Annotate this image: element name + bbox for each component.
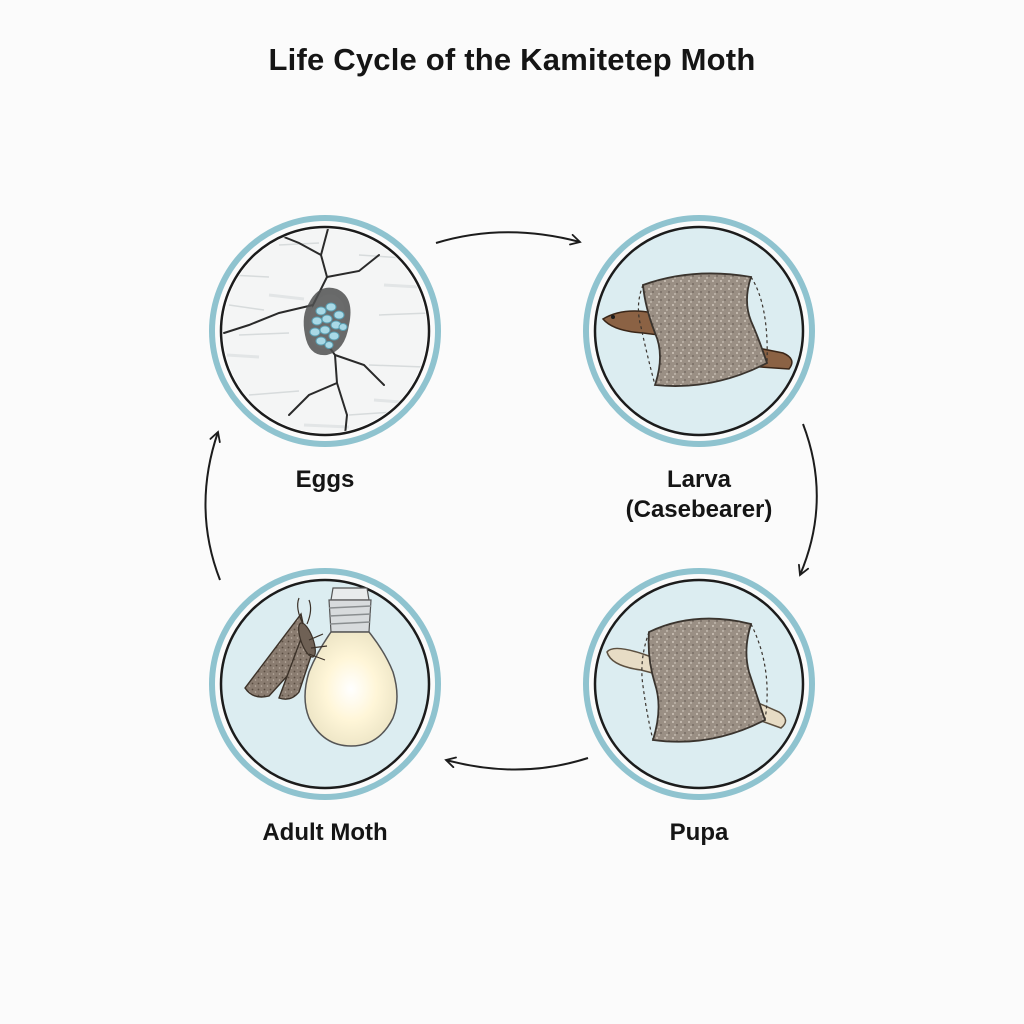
diagram-title: Life Cycle of the Kamitetep Moth: [268, 42, 756, 77]
egg-cluster: [309, 302, 348, 349]
stage-pupa: [583, 568, 815, 800]
arrow-larva-to-pupa: [798, 423, 818, 577]
label-larva: Larva (Casebearer): [569, 465, 829, 525]
arrow-adult-to-eggs: [204, 430, 221, 581]
arrow-eggs-to-larva: [435, 231, 582, 246]
label-larva-line2: (Casebearer): [625, 496, 773, 523]
pupa-case: [641, 617, 768, 743]
larva-case: [637, 272, 769, 387]
stage-eggs: [209, 215, 441, 447]
stage-larva: [583, 215, 815, 447]
stage-adult-moth: [209, 568, 441, 800]
light-bulb: [304, 587, 398, 747]
label-adult-moth: Adult Moth: [262, 819, 388, 846]
label-eggs: Eggs: [295, 466, 355, 493]
label-pupa: Pupa: [669, 819, 729, 846]
arrow-pupa-to-adult: [444, 756, 589, 771]
label-larva-line1: Larva: [666, 466, 732, 493]
moth-icon: [244, 597, 328, 700]
